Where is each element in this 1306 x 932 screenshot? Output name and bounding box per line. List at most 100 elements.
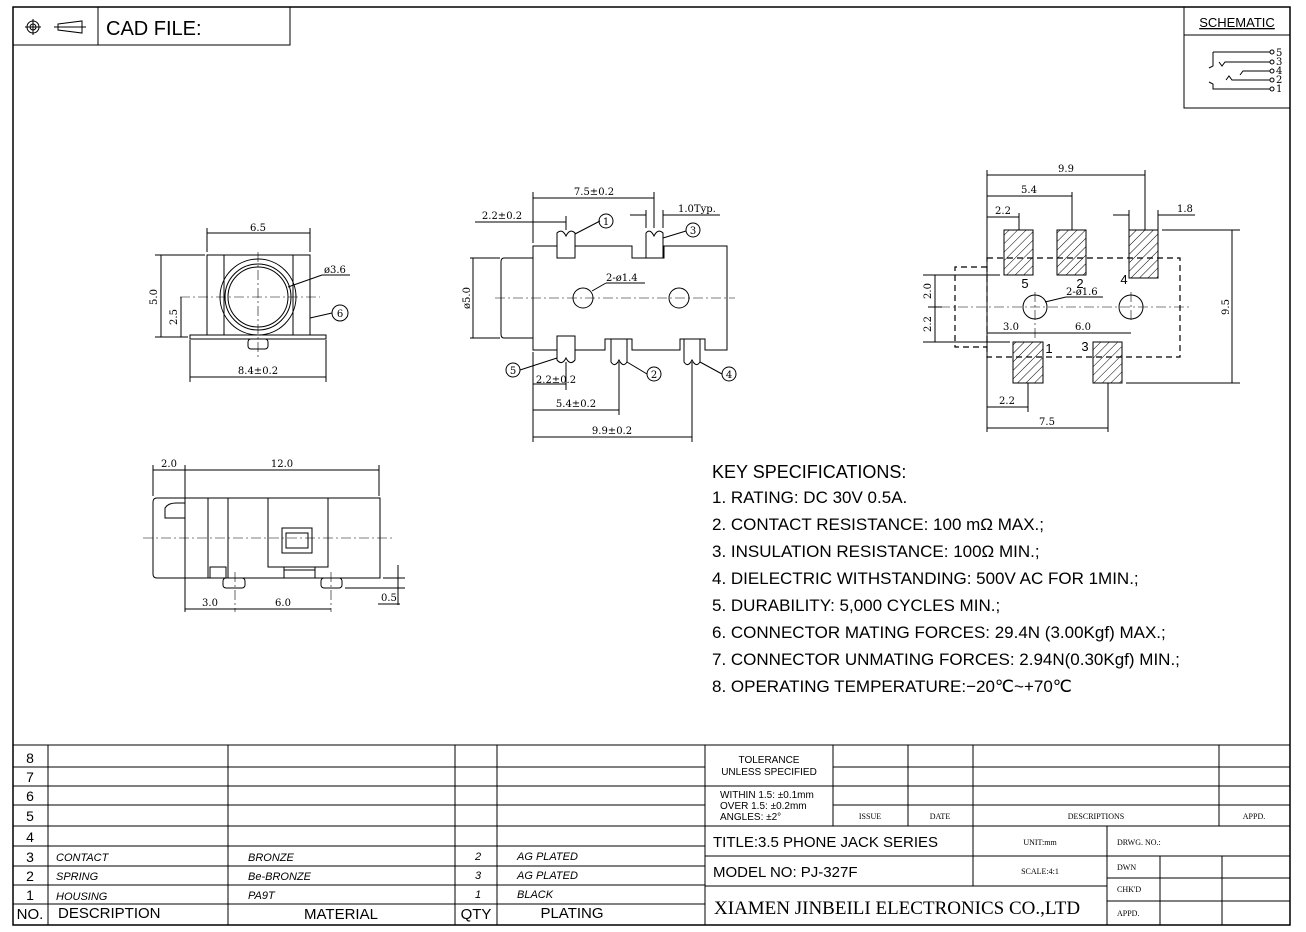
sheet-border: [12, 6, 1291, 926]
dim-bottom-mid: 5.4±0.2: [556, 399, 596, 410]
bom-table: 8 7 6 5 4 3 2 1 CONTACT BRONZE 2 AG PLAT…: [13, 744, 1290, 925]
bom-no: 4: [26, 829, 34, 845]
pad-label: 1: [1045, 341, 1052, 356]
bom-description: SPRING: [56, 871, 99, 883]
bom-no: 5: [26, 808, 34, 824]
dim-base-width: 8.4±0.2: [238, 366, 278, 377]
dim-diameter: ø5.0: [462, 287, 473, 309]
specs-title: KEY SPECIFICATIONS:: [712, 462, 906, 482]
balloon-6: 6: [337, 309, 343, 320]
dim-upper: 2.0: [923, 283, 934, 299]
balloon-4: 4: [726, 370, 732, 381]
drawing-title: TITLE:3.5 PHONE JACK SERIES: [713, 834, 938, 851]
balloon-2: 2: [651, 370, 657, 381]
bom-no: 6: [26, 788, 34, 804]
pad-label: 3: [1081, 339, 1088, 354]
bom-header-qty: QTY: [461, 906, 492, 923]
tolerance-within: WITHIN 1.5: ±0.1mm: [720, 790, 814, 801]
front-view: 6.5 5.0 2.5 8.4±0.2 ø3.6 6: [149, 223, 350, 382]
company-name: XIAMEN JINBEILI ELECTRONICS CO.,LTD: [714, 898, 1080, 919]
dim-bottom-first: 2.2±0.2: [536, 375, 576, 386]
title-block: TOLERANCE UNLESS SPECIFIED WITHIN 1.5: ±…: [705, 745, 1290, 925]
pcb-footprint: 5 2 4 1 3 9.9 5.4 2.2 1.8 9.5 2.0 2.2 3.…: [923, 164, 1240, 432]
approved-label: APPD.: [1117, 909, 1139, 918]
pad-1: [1012, 341, 1044, 384]
dim-bottom-total: 9.9±0.2: [592, 426, 632, 437]
bom-plating: BLACK: [517, 889, 554, 901]
bottom-view: 2.0 12.0 3.0 6.0 0.5: [143, 459, 405, 612]
dim-nose: 2.0: [161, 459, 177, 470]
dim-holes: 2-ø1.6: [1066, 287, 1098, 298]
pad-4: [1128, 229, 1159, 279]
issue-header: ISSUE: [859, 812, 881, 821]
spec-item: 4. DIELECTRIC WITHSTANDING: 500V AC FOR …: [712, 569, 1139, 588]
bom-no: 2: [26, 868, 34, 884]
dim-width: 6.5: [250, 223, 266, 234]
bom-plating: AG PLATED: [516, 851, 578, 863]
dim-hole-offset: 3.0: [1003, 322, 1019, 333]
first-angle-projection-icon: [25, 19, 86, 35]
dim-length: 12.0: [271, 459, 293, 470]
bom-no: 8: [26, 750, 34, 766]
dim-bore: ø3.6: [324, 265, 346, 276]
dim-bottom-second: 7.5: [1039, 417, 1055, 428]
schematic-box: SCHEMATIC 5 3 4 2 1: [1183, 6, 1291, 109]
pad-label: 5: [1021, 276, 1028, 291]
schematic-symbol: [1208, 49, 1275, 92]
dim-pitch: 6.0: [275, 598, 291, 609]
spec-item: 6. CONNECTOR MATING FORCES: 29.4N (3.00K…: [712, 623, 1166, 642]
pad-3: [1092, 341, 1123, 384]
schematic-title: SCHEMATIC: [1199, 15, 1275, 30]
dim-hole-pitch: 6.0: [1075, 322, 1091, 333]
balloon-1: 1: [603, 217, 609, 228]
dim-center-height: 2.5: [169, 309, 180, 325]
schematic-pin-label: 3: [1276, 57, 1282, 68]
bom-no: 3: [26, 849, 34, 865]
dim-first: 2.2: [995, 206, 1011, 217]
dim-first-pin: 2.2±0.2: [482, 211, 522, 222]
spec-item: 3. INSULATION RESISTANCE: 100Ω MIN.;: [712, 542, 1040, 561]
dim-height: 9.5: [1221, 299, 1232, 315]
scale-label: SCALE:4:1: [1021, 867, 1059, 876]
bom-header-material: MATERIAL: [304, 906, 378, 923]
dim-standoff: 0.5: [381, 593, 397, 604]
schematic-pin-label: 1: [1276, 84, 1282, 95]
side-view: 7.5±0.2 2.2±0.2 1.0Typ. ø5.0 2-ø1.4 2.2±…: [462, 187, 737, 442]
pad-label: 2: [1076, 276, 1083, 291]
drawn-label: DWN: [1117, 863, 1136, 872]
schematic-pin-label: 2: [1276, 75, 1282, 86]
spec-item: 1. RATING: DC 30V 0.5A.: [712, 488, 907, 507]
model-number: MODEL NO: PJ-327F: [713, 864, 857, 881]
bom-header-no: NO.: [17, 906, 44, 923]
dim-mid: 5.4: [1021, 185, 1037, 196]
dim-total: 9.9: [1058, 164, 1074, 175]
balloon-5: 5: [510, 366, 516, 377]
dim-bottom-first: 2.2: [999, 396, 1015, 407]
pad-5: [1003, 229, 1034, 276]
bom-header-plating: PLATING: [540, 905, 603, 922]
pad-label: 4: [1120, 272, 1127, 287]
dim-lower: 2.2: [923, 316, 934, 332]
spec-item: 5. DURABILITY: 5,000 CYCLES MIN.;: [712, 596, 1000, 615]
bom-qty: 2: [474, 851, 481, 863]
key-specifications: KEY SPECIFICATIONS: 1. RATING: DC 30V 0.…: [712, 462, 1180, 696]
bom-material: Be-BRONZE: [248, 871, 312, 883]
bom-no: 1: [26, 887, 34, 903]
date-header: DATE: [930, 812, 951, 821]
tolerance-angles: ANGLES: ±2°: [720, 812, 781, 823]
dim-height: 5.0: [149, 289, 160, 305]
bom-material: BRONZE: [248, 852, 295, 864]
appd-header: APPD.: [1243, 812, 1265, 821]
schematic-pin-label: 4: [1276, 66, 1282, 77]
bom-qty: 3: [475, 870, 482, 882]
cad-file-label: CAD FILE:: [106, 18, 202, 40]
descriptions-header: DESCRIPTIONS: [1068, 812, 1124, 821]
tolerance-label: UNLESS SPECIFIED: [721, 767, 817, 778]
cad-file-header: CAD FILE:: [12, 6, 291, 46]
dim-first: 3.0: [202, 598, 218, 609]
spec-item: 7. CONNECTOR UNMATING FORCES: 2.94N(0.30…: [712, 650, 1180, 669]
spec-item: 2. CONTACT RESISTANCE: 100 mΩ MAX.;: [712, 515, 1044, 534]
checked-label: CHK'D: [1117, 885, 1141, 894]
schematic-pin-label: 5: [1276, 48, 1282, 59]
